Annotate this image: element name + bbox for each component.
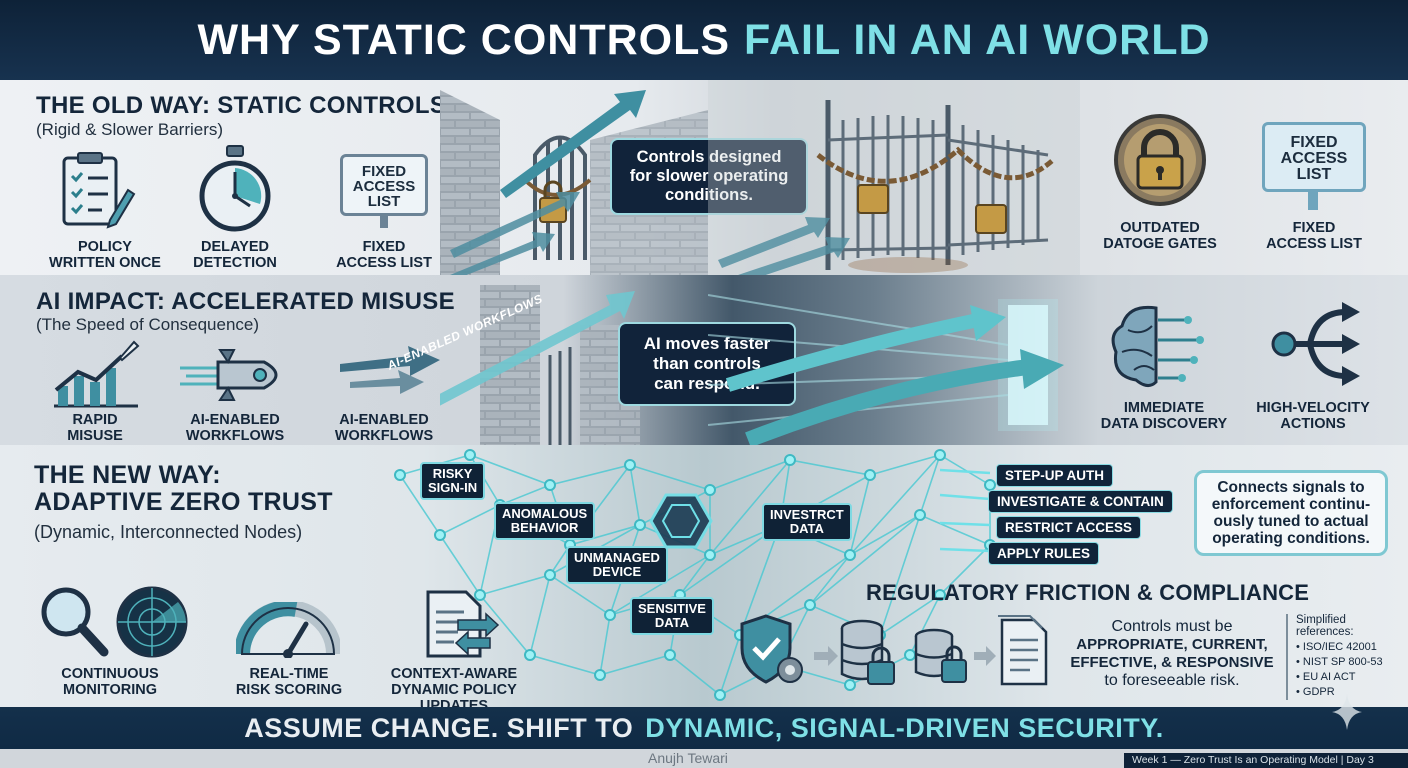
frozen-sign-post <box>1308 192 1318 210</box>
ai-impact-subtitle: (The Speed of Consequence) <box>36 315 260 334</box>
speed-arrows-illustration <box>708 294 1064 445</box>
regulatory-statement: Controls must be APPROPRIATE, CURRENT, E… <box>1070 618 1274 689</box>
series-label: Week 1 — Zero Trust Is an Operating Mode… <box>1124 753 1408 768</box>
rocket-icon <box>180 349 278 401</box>
action-step-up-auth: STEP-UP AUTH <box>996 464 1114 487</box>
ai-impact-title: AI IMPACT: ACCELERATED MISUSE <box>36 288 455 315</box>
document-arrows-icon <box>426 590 500 658</box>
gauge-icon <box>236 602 340 658</box>
footer-banner: ASSUME CHANGE. SHIFT TO DYNAMIC, SIGNAL-… <box>0 707 1408 749</box>
action-restrict-access: RESTRICT ACCESS <box>996 516 1142 539</box>
rocket-chart-icon <box>54 340 140 408</box>
arrows-icon <box>340 346 440 394</box>
regulatory-references: Simplified references: • ISO/IEC 42001 •… <box>1286 614 1406 700</box>
clipboard-icon <box>62 152 136 229</box>
old-way-subtitle: (Rigid & Slower Barriers) <box>36 120 224 139</box>
stopwatch-icon <box>199 145 271 232</box>
old-way-title: THE OLD WAY: STATIC CONTROLS <box>36 92 447 119</box>
credit-strip <box>0 749 1408 768</box>
branch-arrows-icon <box>1271 302 1360 386</box>
ai-wall-illustration <box>440 285 640 445</box>
padlock-icon <box>1114 114 1206 206</box>
action-investigate-contain: INVESTIGATE & CONTAIN <box>988 490 1173 513</box>
new-way-title: THE NEW WAY:ADAPTIVE ZERO TRUST <box>34 461 333 516</box>
title-part-a: WHY STATIC CONTROLS <box>197 15 731 64</box>
title-part-b: FAIL IN AN AI WORLD <box>744 15 1211 64</box>
sign-post <box>380 216 388 228</box>
footer-text-b: DYNAMIC, SIGNAL-DRIVEN SECURITY. <box>645 712 1164 743</box>
compliance-icons-row <box>740 614 1048 686</box>
action-apply-rules: APPLY RULES <box>988 542 1100 565</box>
brain-icon <box>1111 305 1204 387</box>
sparkle-icon <box>1332 694 1362 730</box>
magnifier-radar-icon <box>41 586 188 658</box>
footer-text-a: ASSUME CHANGE. SHIFT TO <box>244 712 634 743</box>
chained-gate-illustration <box>708 80 1080 275</box>
regulatory-title: REGULATORY FRICTION & COMPLIANCE <box>866 580 1310 605</box>
author-credit: Anujh Tewari <box>648 750 728 766</box>
new-way-subtitle: (Dynamic, Interconnected Nodes) <box>34 522 303 542</box>
header-banner: WHY STATIC CONTROLS FAIL IN AN AI WORLD <box>0 0 1408 80</box>
